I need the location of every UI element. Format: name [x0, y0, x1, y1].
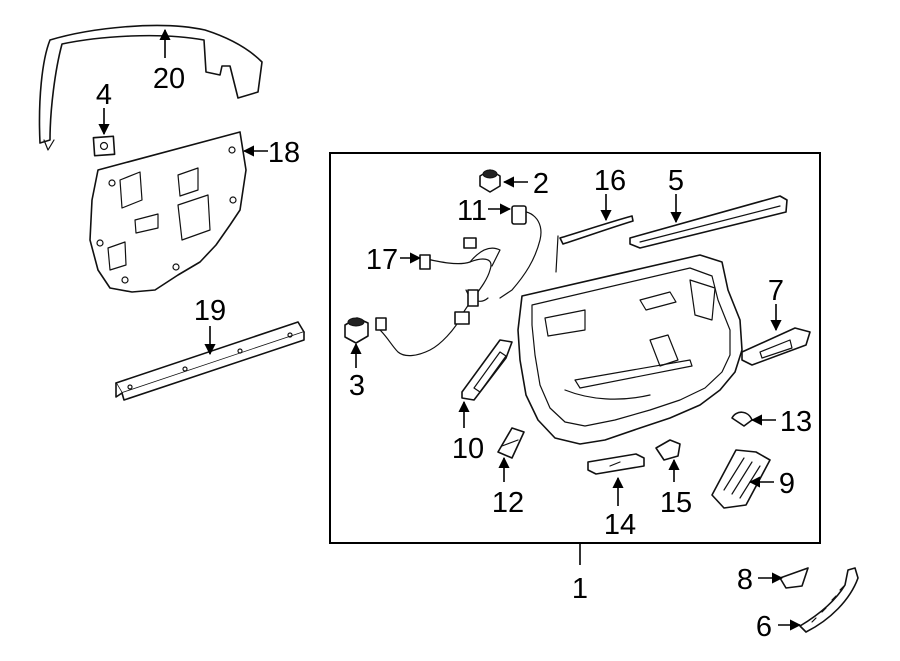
callout-8: 8: [737, 564, 753, 596]
part-11-cable[interactable]: [499, 205, 542, 299]
callout-5: 5: [668, 165, 684, 197]
part-9-switch-assembly[interactable]: [711, 449, 771, 509]
callout-6: 6: [756, 611, 772, 643]
part-13-cap[interactable]: [731, 411, 753, 427]
callout-3: 3: [349, 370, 365, 402]
part-20-window-molding[interactable]: [38, 24, 263, 151]
assembly-frame: [329, 152, 821, 544]
callout-4: 4: [96, 79, 112, 111]
part-16-rod[interactable]: [555, 215, 634, 273]
part-6-pull-handle[interactable]: [799, 567, 859, 633]
part-12-switch[interactable]: [497, 427, 525, 459]
callout-10: 10: [452, 433, 484, 465]
part-7-handle-bezel[interactable]: [741, 327, 811, 366]
callout-11: 11: [457, 195, 487, 227]
callout-18: 18: [268, 137, 300, 169]
part-15-plug[interactable]: [655, 439, 681, 461]
callout-14: 14: [604, 509, 636, 541]
part-8-clip[interactable]: [779, 567, 809, 589]
callout-15: 15: [660, 487, 692, 519]
callout-9: 9: [779, 468, 795, 500]
part-14-bracket[interactable]: [587, 453, 645, 475]
callout-1: 1: [572, 573, 588, 605]
callout-20: 20: [153, 63, 185, 95]
part-19-lower-rail[interactable]: [115, 321, 305, 401]
part-3-connector[interactable]: [344, 317, 369, 344]
part-18-water-deflector[interactable]: [89, 131, 247, 293]
callout-16: 16: [594, 165, 626, 197]
part-17-wiring-harness[interactable]: [375, 237, 501, 357]
callout-13: 13: [780, 406, 812, 438]
callout-2: 2: [533, 168, 549, 200]
callout-7: 7: [768, 275, 784, 307]
part-2-bushing[interactable]: [479, 169, 501, 193]
callout-17: 17: [366, 244, 398, 276]
callout-12: 12: [492, 487, 524, 519]
part-4-clip[interactable]: [92, 135, 116, 157]
callout-19: 19: [194, 295, 226, 327]
part-1-door-trim-panel[interactable]: [517, 254, 743, 445]
part-10-switch-bezel[interactable]: [461, 339, 513, 401]
part-5-upper-trim-strip[interactable]: [629, 195, 788, 249]
